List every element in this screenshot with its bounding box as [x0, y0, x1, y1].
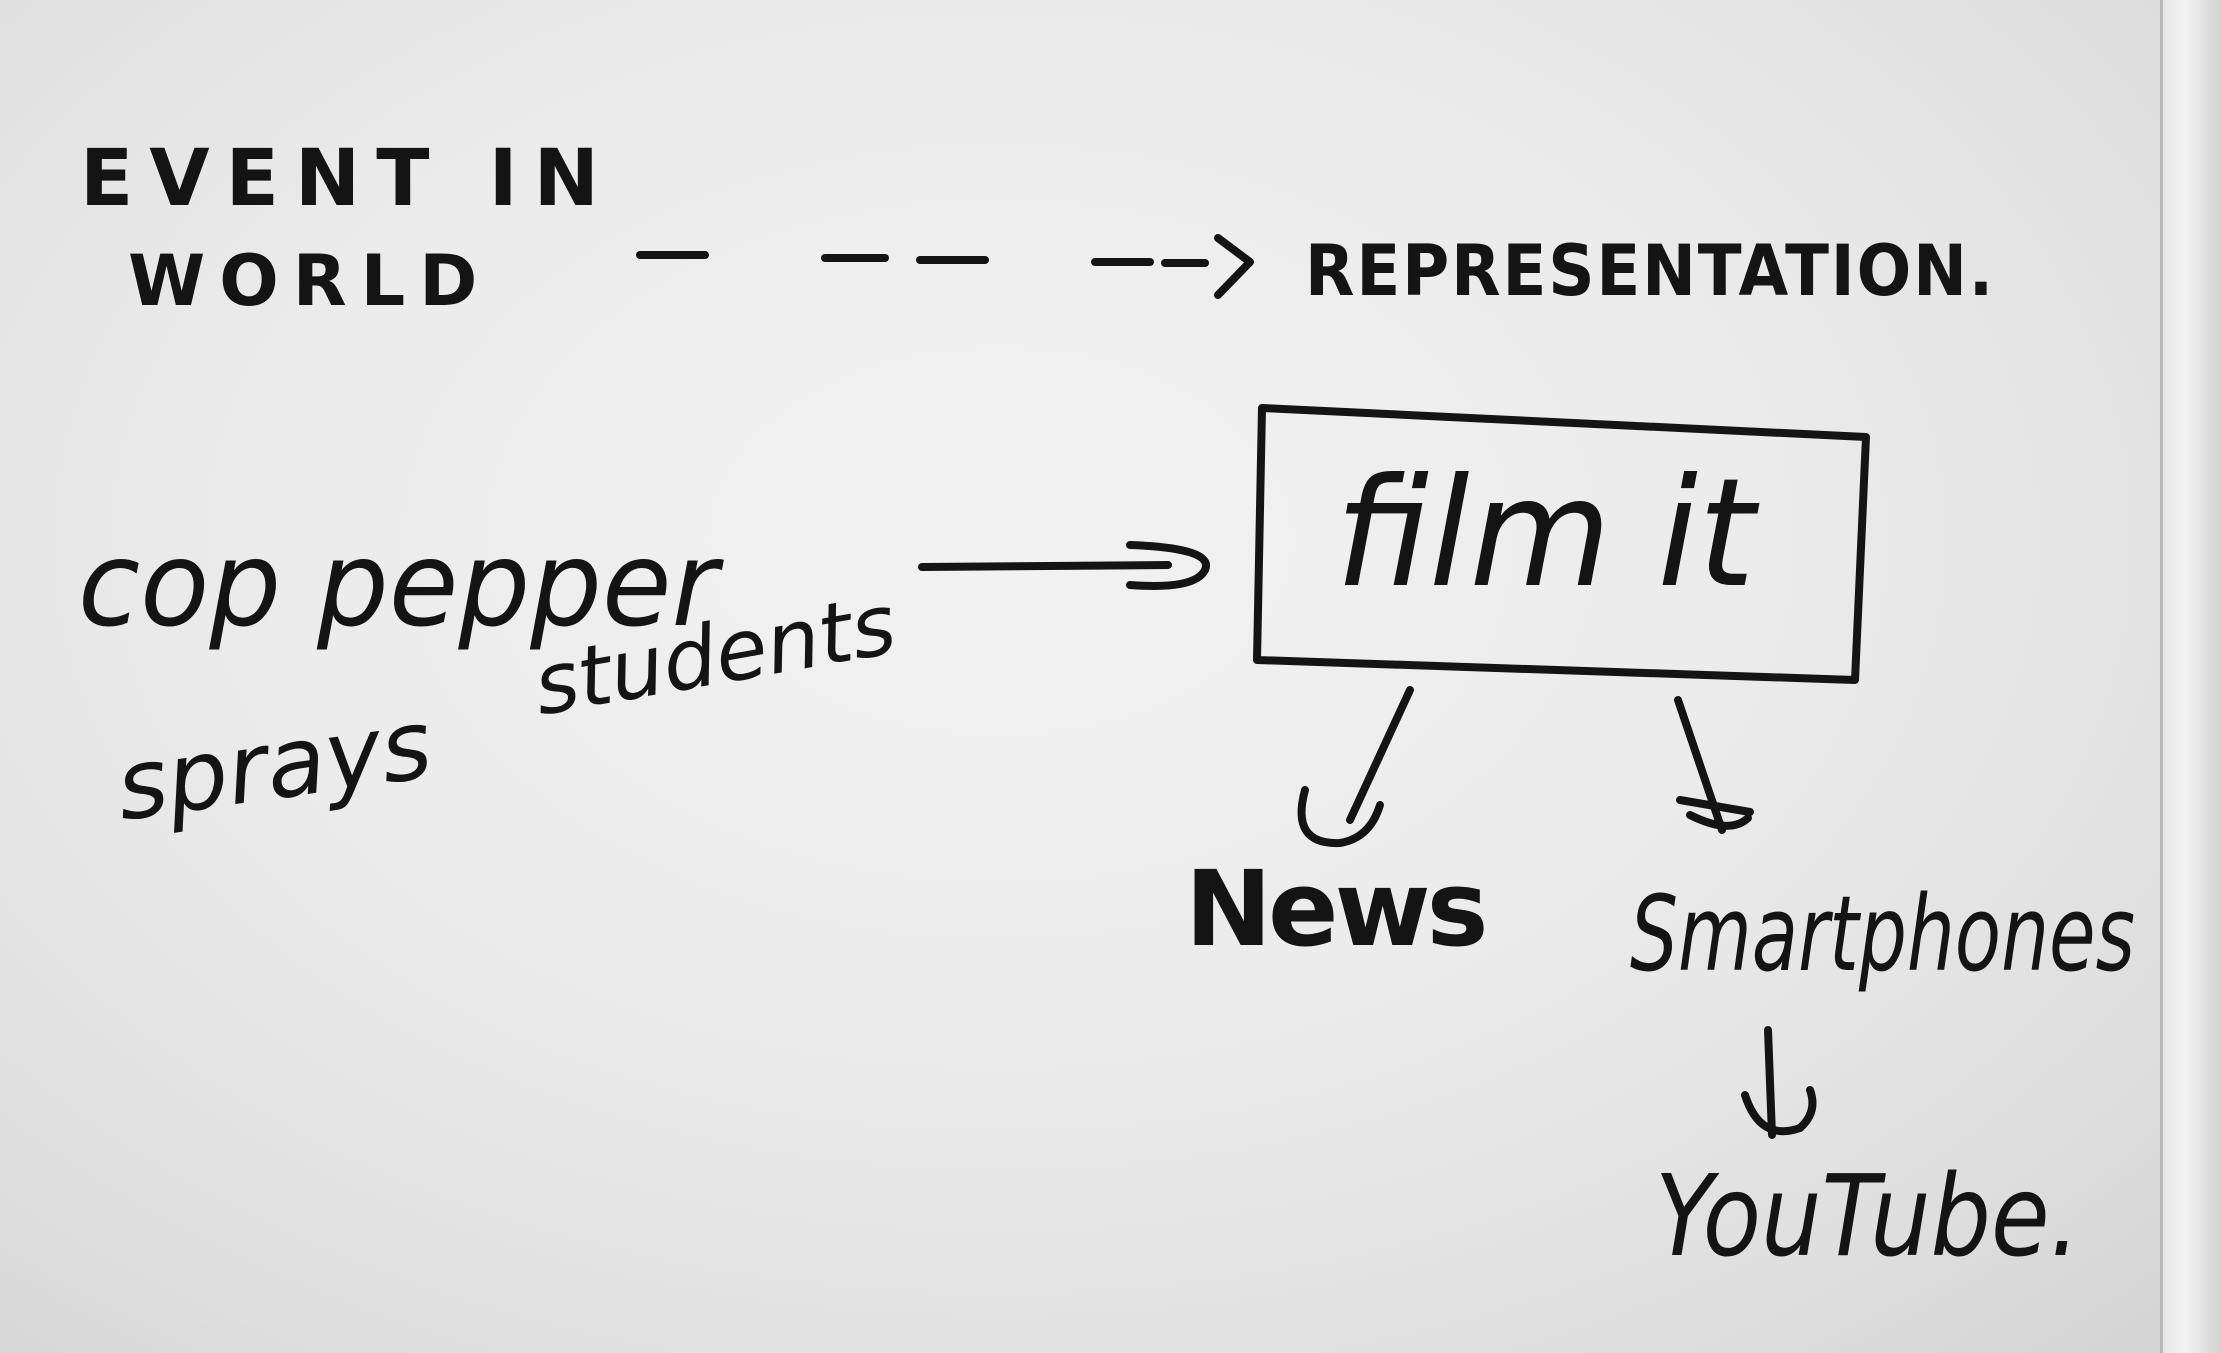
source-label-line2: WORLD: [128, 240, 491, 322]
target-label: REPRESENTATION.: [1305, 230, 1995, 312]
film-it-box: film it: [1253, 404, 1870, 684]
arrow-to-news: [1297, 686, 1414, 848]
arrow-to-box: [918, 541, 1210, 590]
dashed-arrow: [636, 234, 1254, 299]
news-label: News: [1185, 848, 1485, 970]
paper-edge: [2160, 0, 2221, 1353]
arrow-to-smartphones: [1674, 696, 1754, 834]
smartphones-label: Smartphones: [1630, 873, 2135, 995]
arrow-to-youtube: [1741, 1026, 1817, 1139]
box-label: film it: [1335, 447, 1760, 621]
source-label-line1: EVENT IN: [80, 134, 615, 224]
event-line2-sprays: sprays: [110, 688, 439, 843]
event-line1: cop pepper: [78, 515, 724, 653]
youtube-label: YouTube.: [1655, 1152, 2080, 1282]
